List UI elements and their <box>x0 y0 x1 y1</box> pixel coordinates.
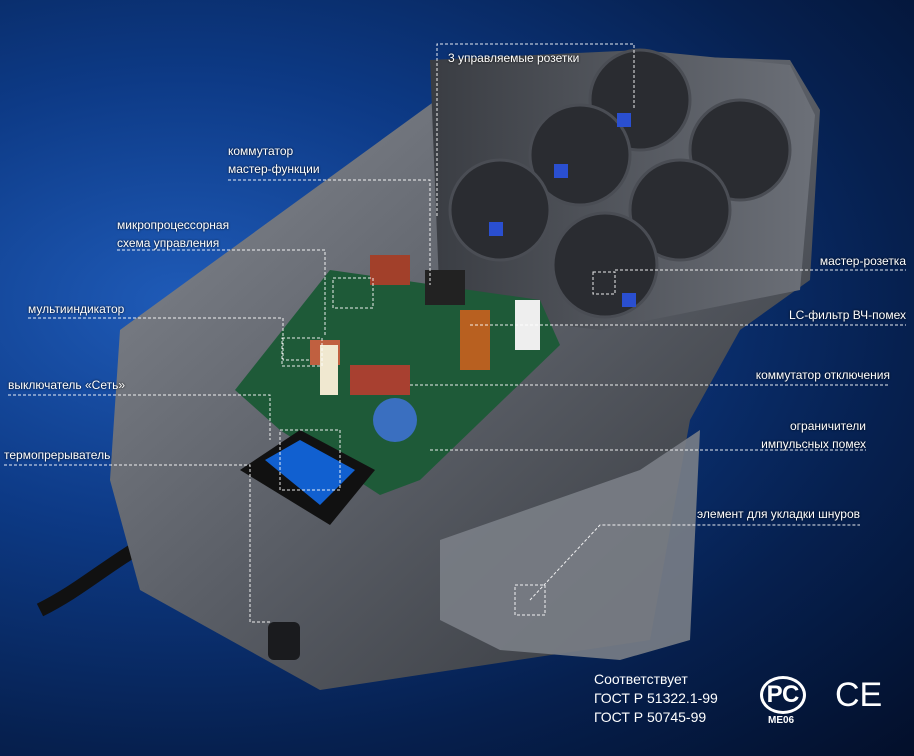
label-line: микропроцессорная <box>117 218 230 232</box>
cert-line: ГОСТ Р 51322.1-99 <box>594 690 718 706</box>
label-mcu: микропроцессорная схема управления <box>117 216 229 252</box>
label-lc-filter: LC-фильтр ВЧ-помех <box>788 308 906 322</box>
indicator-leds <box>489 113 636 307</box>
label-cutoff-switch: коммутатор отключения <box>755 368 890 382</box>
label-line: коммутатор <box>228 144 294 158</box>
label-cord-holder: элемент для укладки шнуров <box>697 507 860 521</box>
label-master-socket: мастер-розетка <box>819 254 906 268</box>
certification-text: Соответствует ГОСТ Р 51322.1-99 ГОСТ Р 5… <box>594 670 718 727</box>
cert-line: Соответствует <box>594 671 688 687</box>
label-line: ограничители <box>789 419 866 433</box>
rst-logo: РС <box>760 676 806 714</box>
label-surge-limiters: ограничители импульсных помех <box>761 417 866 453</box>
ce-mark: CE <box>835 676 883 714</box>
rst-code: ME06 <box>768 715 795 726</box>
cert-line: ГОСТ Р 50745-99 <box>594 709 707 725</box>
label-line: схема управления <box>117 236 220 250</box>
label-power-switch: выключатель «Сеть» <box>8 378 126 392</box>
cord-holder <box>440 430 700 660</box>
label-thermal-breaker: термопрерыватель <box>4 448 111 462</box>
label-line: импульсных помех <box>761 437 866 451</box>
sockets <box>448 48 792 319</box>
label-multiindicator: мультииндикатор <box>28 302 125 316</box>
callout-lines <box>4 43 906 623</box>
thermal-breaker-graphic <box>268 622 300 660</box>
label-controlled-sockets: 3 управляемые розетки <box>448 51 580 65</box>
power-switch-graphic <box>240 430 375 525</box>
label-line: мастер-функции <box>228 162 320 176</box>
label-master-switch: коммутатор мастер-функции <box>228 142 320 178</box>
